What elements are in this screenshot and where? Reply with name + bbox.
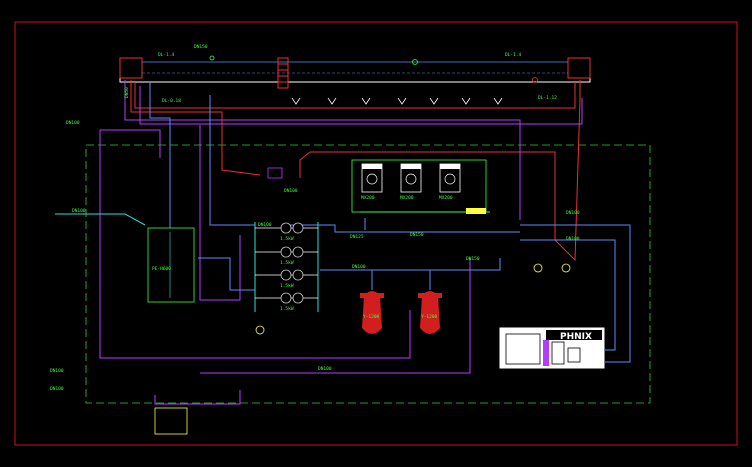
pipe-supply-filters (320, 258, 501, 271)
annot-left-bottom2: DN100 (50, 386, 64, 392)
pool-marker-3 (532, 77, 538, 83)
gauge-1 (533, 263, 543, 273)
pumps: 1.5kW 1.5kW 1.5kW 1.5kW (280, 222, 304, 312)
annot-return-main: DN125 (350, 234, 364, 240)
outlet-manifold (154, 407, 188, 435)
heater-group: MX200 MX200 MX200 (351, 159, 487, 214)
heater-2: MX200 (400, 163, 422, 201)
pipe-heat-loop (299, 80, 581, 262)
annot-main-header: DN100 (284, 188, 298, 194)
pipe-supply-main (209, 95, 255, 226)
annot-pump-suction: DN100 (258, 222, 272, 228)
pool-level-left: DL-1.4 (158, 52, 175, 58)
filter-2-label: Y-1200 (421, 314, 438, 320)
pipe-supply-right2 (520, 239, 616, 351)
heater-2-label: MX200 (400, 195, 414, 201)
pump-2-label: 1.5kW (280, 260, 294, 266)
pool-overflow-left (119, 57, 143, 79)
annot-outlet-right1: DN100 (566, 210, 580, 216)
pump-4: 1.5kW (280, 292, 304, 312)
filters: Y-1200 Y-1200 (360, 291, 442, 334)
annot-left-bottom1: DN100 (50, 368, 64, 374)
pipe-supply-riser (149, 82, 171, 228)
pool-bottom-label: DL-0.18 (162, 98, 181, 104)
heater-3: MX200 (439, 163, 461, 201)
pipe-heat-left (130, 80, 261, 176)
annot-drain: DN100 (66, 120, 80, 126)
pump-4-label: 1.5kW (280, 306, 294, 312)
pipe-heat-top (134, 82, 576, 109)
pump-3: 1.5kW (280, 269, 304, 289)
annot-pump-discharge: DN100 (352, 264, 366, 270)
pipe-supply-right (520, 224, 631, 363)
pipe-inlet-left (55, 213, 146, 226)
pipe-supply-lower (198, 257, 255, 291)
equipment-room-boundary (85, 144, 651, 404)
annot-left-inlet: DN100 (72, 208, 86, 214)
pipe-return-heater (199, 125, 241, 301)
pool-ladder (277, 57, 289, 89)
gauges (255, 263, 571, 335)
heater-3-label: MX200 (439, 195, 453, 201)
annot-left-riser: DN50 (124, 87, 130, 98)
annot-collector: DN150 (410, 232, 424, 238)
pump-1: 1.5kW (280, 222, 304, 242)
gauge-2 (561, 263, 571, 273)
pipe-return-outlet (154, 390, 241, 405)
pool-marker-2 (412, 59, 418, 65)
filter-1-label: Y-1200 (363, 314, 380, 320)
pump-3-label: 1.5kW (280, 283, 294, 289)
pipe-supply-header (290, 224, 520, 233)
dn-annotations: DN50 DN100 DN100 DN150 DN125 DN150 DN100… (50, 87, 580, 392)
heater-1-label: MX200 (361, 195, 375, 201)
annot-outlet-right2: DN100 (566, 236, 580, 242)
heater-1: MX200 (361, 163, 383, 201)
pipe-return-bottom (200, 258, 471, 374)
tank-label: PE-H600 (152, 266, 171, 272)
pool-overflow-right (567, 57, 591, 79)
pipe-return-left (99, 130, 411, 359)
pipes (55, 80, 631, 405)
brand-name: PHNIX (560, 332, 592, 342)
floor-inlets (291, 97, 503, 105)
pipe-return-top (100, 129, 161, 158)
filter-2: Y-1200 (418, 291, 442, 334)
annot-bottom-main: DN100 (318, 366, 332, 372)
pool-marker-1 (209, 55, 215, 61)
top-dn-label: DN150 (194, 44, 208, 50)
valve-box (267, 167, 283, 179)
pump-2: 1.5kW (280, 246, 304, 266)
heat-pump-unit: PHNIX (499, 327, 605, 369)
annot-heater-out: DN150 (466, 256, 480, 262)
pipe-return-main (124, 80, 521, 220)
balance-tank: PE-H600 (147, 227, 195, 303)
gauge-3 (255, 325, 265, 335)
heater-control-box (466, 208, 486, 214)
drawing-frame (14, 21, 738, 446)
pool: DL-1.4 DL-1.4 DL-0.18 DL-1.12 DN150 (119, 44, 591, 105)
pipe-return-right (139, 86, 583, 125)
filter-1: Y-1200 (360, 291, 384, 334)
pool-bottom-right-label: DL-1.12 (538, 95, 557, 101)
pump-1-label: 1.5kW (280, 236, 294, 242)
pool-level-right: DL-1.4 (505, 52, 522, 58)
